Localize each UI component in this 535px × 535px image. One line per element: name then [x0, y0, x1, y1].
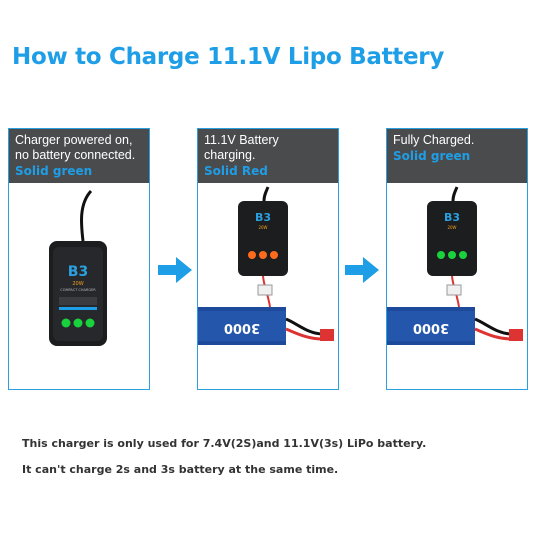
charger-battery-illustration: B3 20W 3000 [387, 186, 523, 345]
led-3 [85, 318, 95, 328]
step-description: Charger powered on, no battery connected… [15, 133, 136, 162]
charger-logo: B3 [68, 264, 88, 280]
led-1 [61, 318, 71, 328]
step-panel-charging: 11.1V Battery charging. Solid Red B3 20W… [197, 128, 339, 390]
step-status: Solid green [393, 149, 471, 163]
charger-battery-illustration: B3 20W 3000 [198, 186, 334, 345]
warning-note: It can't charge 2s and 3s battery at the… [22, 463, 339, 476]
step-status: Solid green [15, 164, 93, 178]
led-2 [259, 251, 267, 259]
charger-logo: B3 [255, 211, 271, 224]
battery-capacity: 3000 [413, 320, 449, 335]
step-status: Solid Red [204, 164, 268, 178]
led-3 [459, 251, 467, 259]
step-description: Fully Charged. [393, 133, 475, 147]
led-1 [437, 251, 445, 259]
charger-wattage: 20W [447, 225, 456, 230]
led-2 [448, 251, 456, 259]
charger-model: COMPACT CHARGER [60, 288, 96, 292]
step-panel-fully-charged: Fully Charged. Solid green B3 20W 3000 [386, 128, 528, 390]
led-2 [73, 318, 83, 328]
step-header: 11.1V Battery charging. Solid Red [198, 129, 338, 183]
charger-wattage: 20W [72, 281, 83, 287]
step-panel-powered-on: Charger powered on, no battery connected… [8, 128, 150, 390]
led-1 [248, 251, 256, 259]
arrow-right-icon [345, 257, 379, 283]
battery-capacity: 3000 [224, 320, 260, 335]
page-title: How to Charge 11.1V Lipo Battery [12, 44, 445, 70]
step-header: Fully Charged. Solid green [387, 129, 527, 183]
arrow-right-icon [158, 257, 192, 283]
led-3 [270, 251, 278, 259]
step-description: 11.1V Battery charging. [204, 133, 279, 162]
charger-logo: B3 [444, 211, 460, 224]
charger-illustration: B3 20W COMPACT CHARGER [49, 189, 107, 346]
step-header: Charger powered on, no battery connected… [9, 129, 149, 183]
compatibility-note: This charger is only used for 7.4V(2S)an… [22, 437, 427, 450]
charger-wattage: 20W [258, 225, 267, 230]
